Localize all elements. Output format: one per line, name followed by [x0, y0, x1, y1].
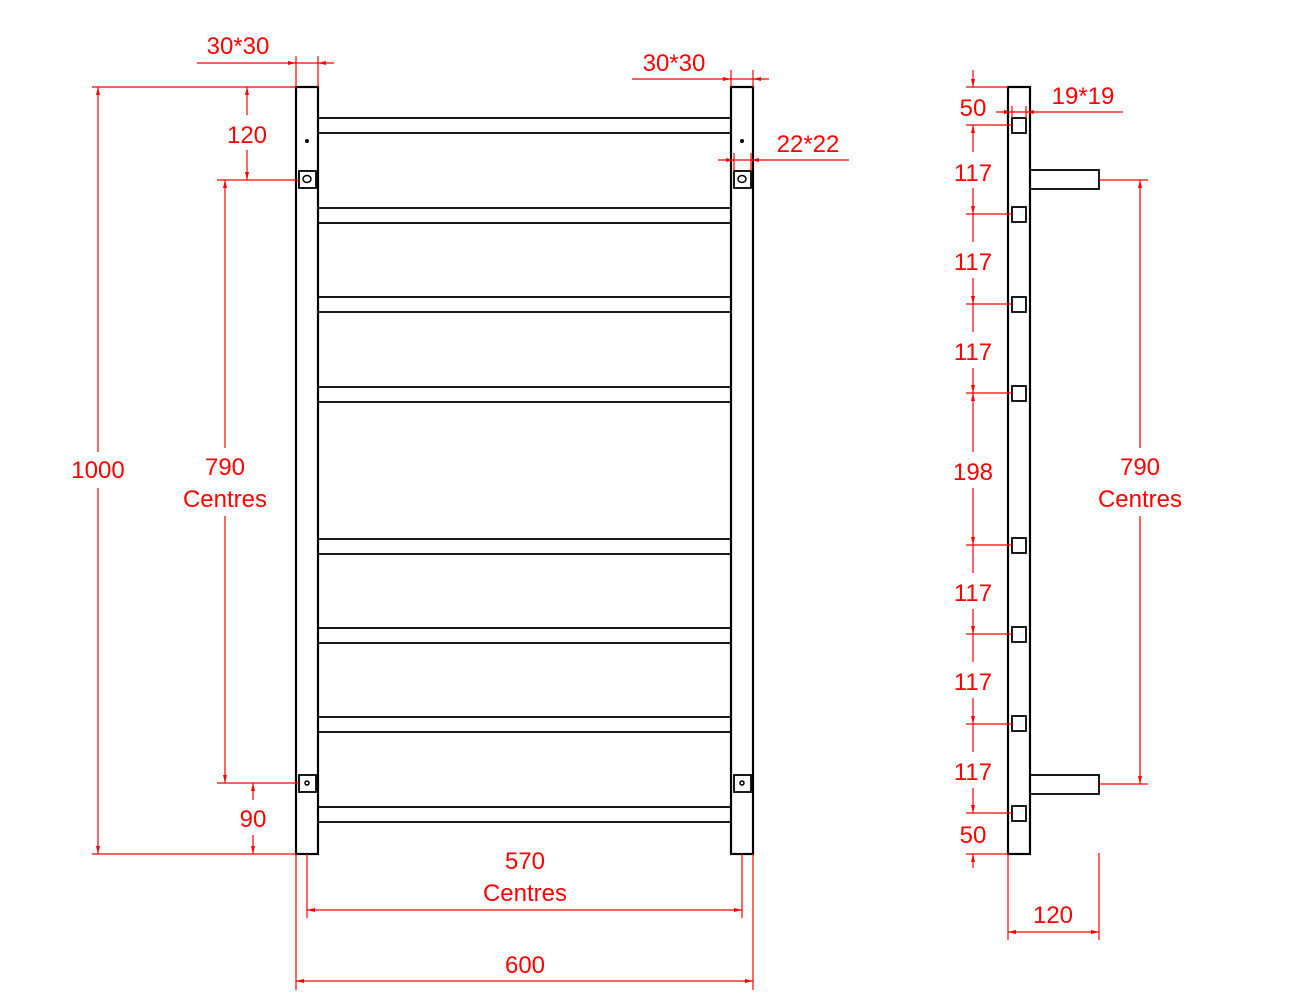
rail-section	[1011, 296, 1027, 313]
dim-bracket-centres-side: 790 Centres	[1098, 179, 1182, 785]
top-to-bracket-label: 120	[227, 122, 267, 149]
rail-7	[317, 716, 732, 733]
rail-5	[317, 538, 732, 555]
top-right-bracket	[733, 170, 752, 189]
rail-8	[317, 806, 732, 823]
bracket-hole-icon	[302, 174, 312, 184]
side-view: 19*19 50 117 117 117	[953, 70, 1182, 940]
overall-height-label: 1000	[71, 457, 124, 484]
spacing-label-2: 117	[954, 249, 992, 276]
horizontal-centres-suffix: Centres	[483, 880, 567, 907]
bracket-hole-icon	[739, 780, 745, 786]
side-centres-value: 790	[1120, 454, 1160, 481]
bottom-left-bracket	[298, 774, 317, 793]
dim-right-post: 30*30	[632, 50, 769, 87]
right-post	[729, 85, 755, 856]
right-post-size-label: 30*30	[643, 50, 706, 77]
side-post	[1006, 85, 1032, 856]
dim-top-to-bracket: 120	[217, 87, 299, 181]
rail-sections	[1011, 117, 1027, 822]
rail-3	[317, 296, 732, 313]
bracket-hole-icon	[304, 780, 310, 786]
dim-overall-width: 600	[295, 854, 754, 990]
rail-2	[317, 207, 732, 224]
dim-bottom-to-bracket: 90	[240, 783, 267, 854]
rail-section	[1011, 715, 1027, 732]
screw-dot-icon	[740, 139, 744, 143]
dim-overall-height: 1000	[71, 86, 296, 855]
spacing-label-1: 117	[954, 160, 992, 187]
top-wall-bracket	[1029, 169, 1100, 190]
bracket-size-label: 22*22	[777, 131, 840, 158]
rail-section	[1011, 805, 1027, 822]
bracket-hole-icon	[737, 174, 747, 184]
dim-left-post: 30*30	[197, 33, 334, 87]
dim-bracket: 22*22	[718, 131, 849, 171]
spacing-label-7: 117	[954, 759, 992, 786]
rail-section	[1011, 537, 1027, 554]
rails	[317, 117, 732, 823]
top-left-bracket	[298, 170, 317, 189]
bracket-centres-suffix: Centres	[183, 486, 267, 513]
side-top-offset-label: 50	[960, 95, 987, 122]
horizontal-centres-value: 570	[505, 848, 545, 875]
dim-wall-projection: 120	[1007, 853, 1100, 940]
screw-dot-icon	[305, 139, 309, 143]
left-post	[294, 85, 320, 856]
spacing-label-6: 117	[954, 669, 992, 696]
dim-bracket-centres-front: 790 Centres	[183, 180, 299, 784]
side-centres-suffix: Centres	[1098, 486, 1182, 513]
bottom-right-bracket	[733, 774, 752, 793]
rail-section-label: 19*19	[1052, 83, 1115, 110]
bottom-wall-bracket	[1029, 774, 1100, 795]
bottom-to-bracket-label: 90	[240, 806, 267, 833]
rail-6	[317, 627, 732, 644]
front-view: 30*30 30*30 22*22 1000	[71, 33, 849, 990]
dim-rail-spacing-chain: 50 117 117 117 198 117	[953, 70, 1012, 868]
dim-rail-section: 19*19	[996, 83, 1123, 118]
rail-section	[1011, 626, 1027, 643]
rail-4	[317, 386, 732, 403]
left-post-size-label: 30*30	[207, 33, 270, 60]
dim-horizontal-centres: 570 Centres	[306, 848, 743, 918]
side-bottom-offset-label: 50	[960, 822, 987, 849]
wall-projection-label: 120	[1033, 902, 1073, 929]
spacing-label-5: 117	[954, 580, 992, 607]
overall-width-label: 600	[505, 952, 545, 979]
rail-1	[317, 117, 732, 134]
rail-section	[1011, 117, 1027, 134]
rail-section	[1011, 385, 1027, 402]
rail-section	[1011, 206, 1027, 223]
bracket-centres-value: 790	[205, 454, 245, 481]
spacing-label-3: 117	[954, 339, 992, 366]
spacing-label-4: 198	[953, 459, 993, 486]
